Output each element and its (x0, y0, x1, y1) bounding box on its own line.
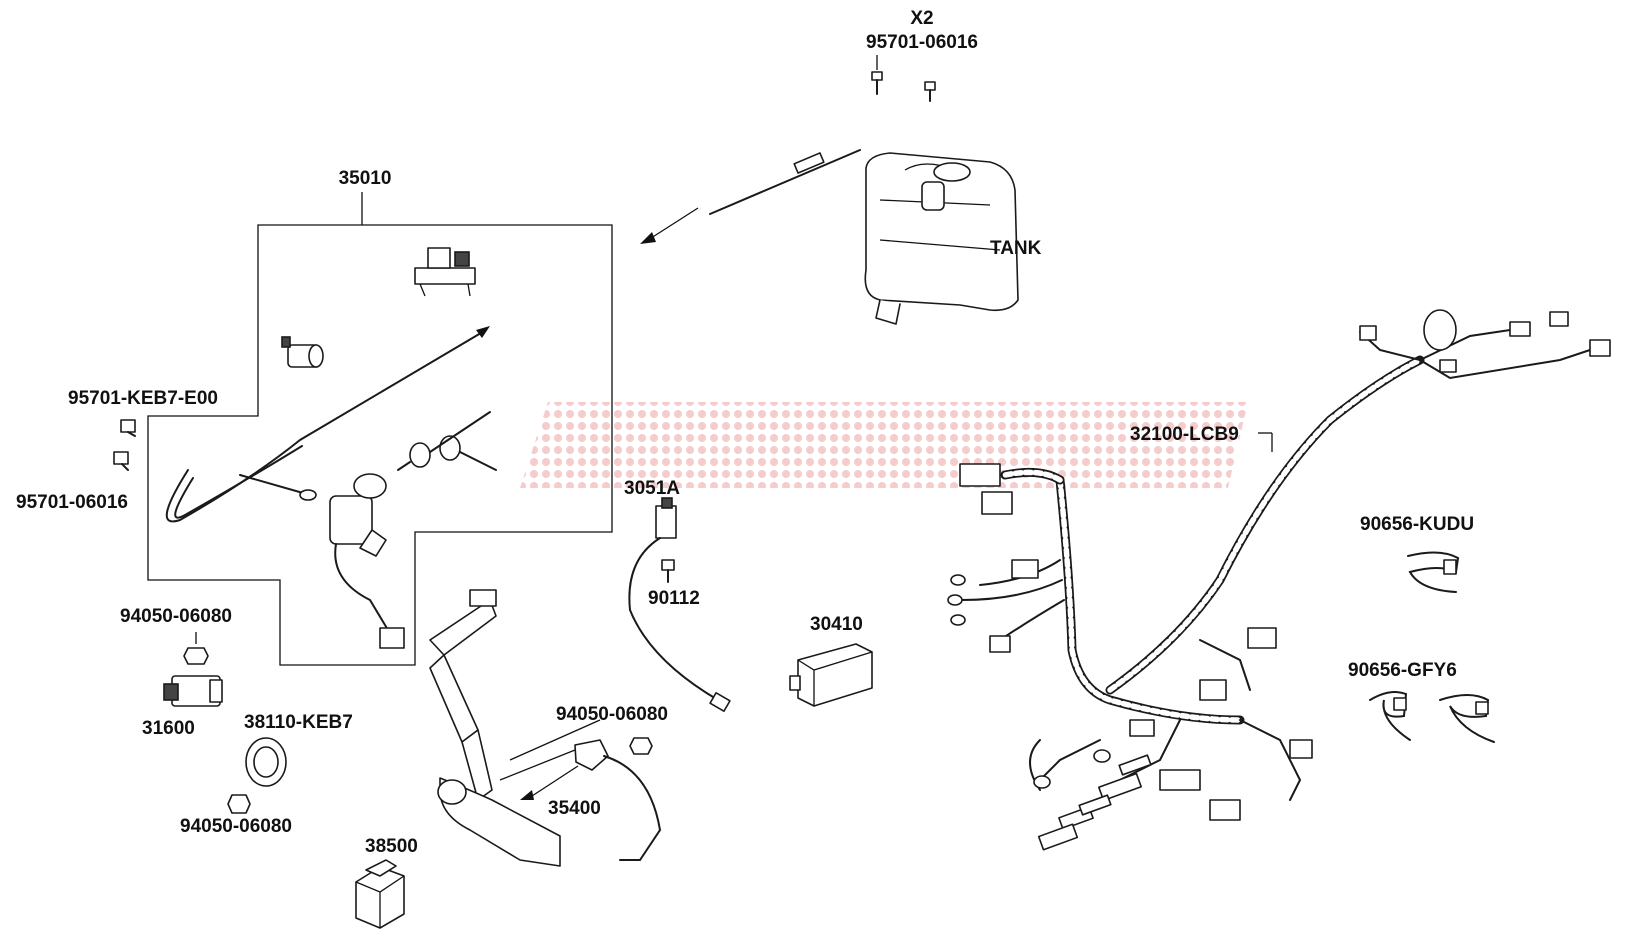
lock-cylinder (281, 336, 324, 368)
nut-a (183, 632, 209, 665)
label-band-gfy6: 90656-GFY6 (1348, 660, 1457, 681)
label-nut-b: 94050-06080 (180, 816, 292, 837)
flasher-relay (355, 859, 405, 929)
watermark-logo (520, 402, 1248, 488)
label-flasher: 38500 (365, 836, 418, 857)
label-regulator: 30410 (810, 614, 863, 635)
label-screw-sensor: 90112 (648, 588, 700, 609)
screw-pair (871, 55, 936, 102)
kit-outline (147, 224, 613, 666)
label-bolt-lower: 95701-06016 (16, 492, 128, 513)
band-gfy6-b (1439, 694, 1495, 743)
label-sensor: 3051A (624, 478, 680, 499)
label-x2: X2 (910, 8, 933, 29)
band-gfy6-a (1369, 691, 1411, 741)
label-horn: 38110-KEB7 (244, 712, 353, 733)
label-kit: 35010 (339, 168, 392, 189)
label-relay: 31600 (142, 718, 195, 739)
regulator (789, 643, 873, 707)
label-bolt-upper: 95701-KEB7-E00 (68, 388, 218, 409)
sensor (628, 497, 731, 712)
relay (163, 675, 223, 707)
label-harness: 32100-LCB9 (1130, 424, 1239, 445)
ignition-switch (329, 473, 405, 649)
fuel-tank (864, 152, 1019, 325)
label-band-kudu: 90656-KUDU (1360, 514, 1474, 535)
stand-switch (520, 739, 662, 861)
seat-cable (165, 326, 490, 523)
wiring-harness (947, 309, 1611, 851)
horn (245, 737, 287, 787)
screw-sensor (661, 559, 675, 583)
stand-frame (429, 589, 601, 867)
bolt-upper (120, 419, 136, 437)
label-stand-switch: 35400 (548, 798, 601, 819)
bolt-lower (113, 451, 129, 471)
label-screw-top: 95701-06016 (866, 32, 978, 53)
label-tank: TANK (990, 238, 1042, 259)
switch-bracket (414, 247, 476, 297)
label-nut-c: 94050-06080 (556, 704, 668, 725)
label-nut-a: 94050-06080 (120, 606, 232, 627)
band-kudu (1407, 551, 1460, 593)
key-set (397, 411, 497, 471)
nut-c (629, 737, 653, 755)
nut-b (227, 794, 251, 814)
tank-cable (640, 149, 861, 244)
